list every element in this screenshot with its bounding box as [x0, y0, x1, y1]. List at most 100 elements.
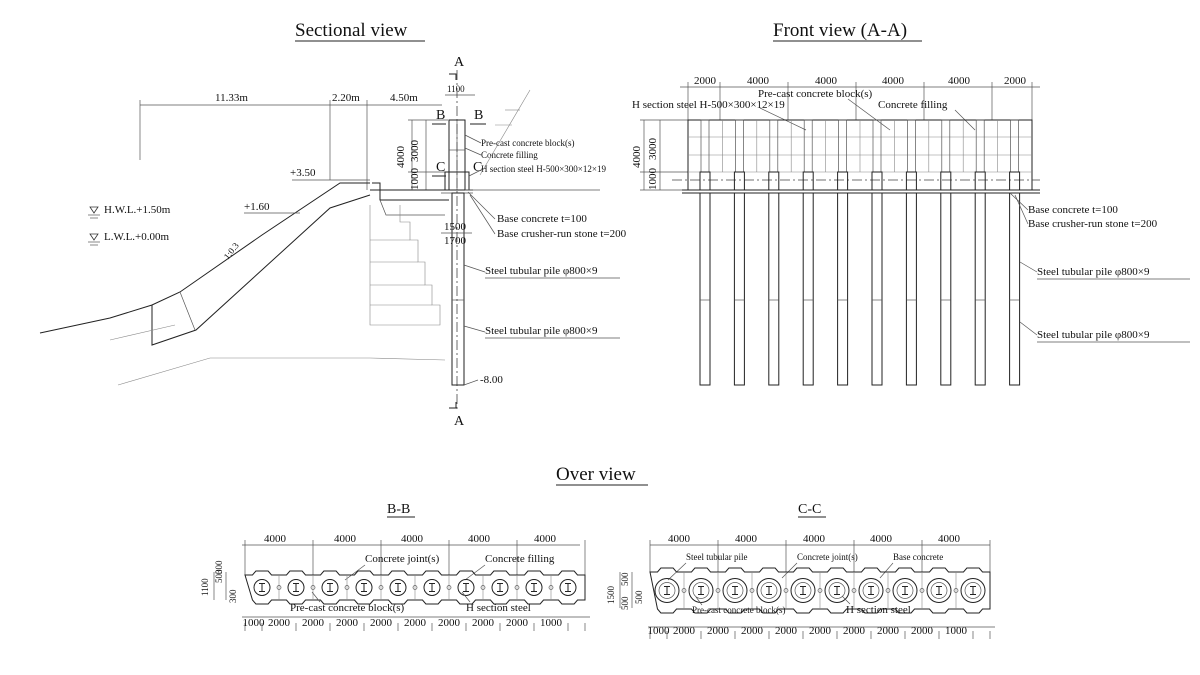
cc-top-4000-4: 4000: [870, 533, 893, 545]
cc-bottom-dim: 2000: [741, 625, 764, 637]
bb-bottom-dim: 2000: [438, 617, 461, 629]
label-base-crusher-run: Base crusher-run stone t=200: [497, 228, 627, 240]
hwl-label: H.W.L.+1.50m: [104, 204, 171, 216]
dim-1700: 1700: [444, 235, 467, 247]
bb-top-4000-1: 4000: [264, 533, 287, 545]
front-dim-2000-right: 2000: [1004, 75, 1027, 87]
front-pile-cap: [974, 171, 986, 191]
front-label-h-steel: H section steel H-500×300×12×19: [632, 99, 785, 111]
bb-label-filling: Concrete filling: [485, 553, 555, 565]
pile-ring: [892, 578, 918, 603]
front-dim-4000-1: 4000: [747, 75, 770, 87]
pile-ring: [525, 579, 543, 596]
vdim-1000: 1000: [409, 168, 421, 191]
front-h-steel-column: [803, 119, 813, 173]
front-pile-cap: [940, 171, 952, 191]
cc-bottom-dim: 2000: [911, 625, 934, 637]
bb-bottom-dim: 2000: [302, 617, 325, 629]
dim-11-33m: 11.33m: [215, 92, 248, 104]
bb-bottom-dim: 1000: [540, 617, 563, 629]
front-label-pile-1: Steel tubular pile φ800×9: [1037, 266, 1150, 278]
label-h-section-steel: H section steel H-500×300×12×19: [481, 164, 606, 174]
section-mark-a-top: A: [454, 55, 465, 70]
front-view-title: Front view (A-A): [773, 20, 907, 41]
stepped-blocks: [369, 205, 441, 326]
front-vdim-1000: 1000: [647, 168, 659, 191]
sectional-view: 11.33m 2.20m 4.50m A 1100 A B B C C 4000…: [39, 55, 627, 429]
front-h-steel-column: [975, 119, 985, 173]
cc-label-precast: Pre-cast concrete block(s): [692, 605, 785, 615]
front-steel-piles: [699, 171, 1021, 386]
front-pile-cap: [871, 171, 883, 191]
cc-top-4000-5: 4000: [938, 533, 961, 545]
pile-inner-ring: [930, 582, 948, 599]
front-h-steel-column: [1010, 119, 1019, 173]
bb-label-precast: Pre-cast concrete block(s): [290, 602, 405, 614]
front-steel-pile: [974, 192, 986, 386]
bb-bottom-dim: 2000: [404, 617, 427, 629]
pile-inner-ring: [964, 582, 982, 599]
section-mark-c-left: C: [436, 160, 445, 175]
front-pile-cap: [802, 171, 814, 191]
bb-left-dims: 1100 500 300 300: [200, 560, 238, 603]
vdim-3000: 3000: [409, 140, 421, 163]
cc-title: C-C: [798, 502, 821, 517]
lwl-label: L.W.L.+0.00m: [104, 231, 170, 243]
pile-ring: [491, 579, 509, 596]
cc-plan-view: 4000 4000 4000 4000 4000 Steel tubular p…: [606, 533, 995, 639]
front-label-filling: Concrete filling: [878, 99, 948, 111]
front-vdim-3000: 3000: [647, 138, 659, 161]
plan-block-outline: [244, 570, 586, 605]
cc-bottom-dim: 1000: [648, 625, 671, 637]
bb-bottom-dim: 2000: [336, 617, 359, 629]
steel-tubular-pile-section: [451, 192, 465, 386]
bb-precast-blocks: [244, 570, 586, 605]
pile-ring: [287, 579, 305, 596]
bb-left-300b: 300: [228, 589, 238, 603]
level-minus-8: -8.00: [480, 374, 503, 386]
cc-left-500b: 500: [634, 590, 644, 604]
dim-1100: 1100: [447, 84, 465, 94]
front-pile-cap: [837, 171, 849, 191]
section-mark-b-right: B: [474, 108, 483, 123]
cc-label-h-steel: H section steel: [846, 604, 911, 616]
front-pile-cap: [1009, 171, 1021, 191]
pile-ring: [926, 578, 952, 603]
bb-left-500: 500: [214, 569, 224, 583]
cc-bottom-dim: 2000: [707, 625, 730, 637]
lwl-marker-icon: [89, 233, 99, 241]
front-view: 2000 4000 4000 4000 4000 2000 H section …: [631, 75, 1190, 386]
section-mark-b-left: B: [436, 108, 445, 123]
cc-label-base: Base concrete: [893, 552, 943, 562]
front-h-steel-column: [872, 119, 882, 173]
front-h-steel-column: [700, 119, 710, 173]
label-steel-pile-1: Steel tubular pile φ800×9: [485, 265, 598, 277]
bb-bottom-dim: 1000: [243, 617, 266, 629]
pile-ring: [559, 579, 577, 596]
pile-inner-ring: [896, 582, 914, 599]
bb-top-4000-5: 4000: [534, 533, 557, 545]
front-steel-pile: [905, 192, 917, 386]
front-h-steel-column: [941, 119, 951, 173]
front-pile-cap: [699, 171, 711, 191]
label-precast-block: Pre-cast concrete block(s): [481, 138, 574, 148]
bb-bottom-dim: 2000: [506, 617, 529, 629]
front-pile-cap: [733, 171, 745, 191]
bb-plan-view: 4000 4000 4000 4000 4000 Concrete joint(…: [200, 533, 590, 631]
cc-top-4000-2: 4000: [735, 533, 758, 545]
bb-label-h-steel: H section steel: [466, 602, 531, 614]
cc-label-joint: Concrete joint(s): [797, 552, 858, 562]
front-steel-pile: [1009, 192, 1021, 386]
pile-ring: [790, 578, 816, 603]
revetment-outer-slope: [39, 182, 370, 334]
front-steel-pile: [940, 192, 952, 386]
front-dim-2000-left: 2000: [694, 75, 717, 87]
cc-bottom-dim: 2000: [809, 625, 832, 637]
front-label-pile-2: Steel tubular pile φ800×9: [1037, 329, 1150, 341]
bb-left-300a: 300: [214, 560, 224, 574]
front-pile-cap: [768, 171, 780, 191]
pile-ring: [389, 579, 407, 596]
pile-inner-ring: [692, 582, 710, 599]
section-mark-a-bottom: A: [454, 414, 465, 429]
section-mark-c-right: C: [473, 160, 482, 175]
